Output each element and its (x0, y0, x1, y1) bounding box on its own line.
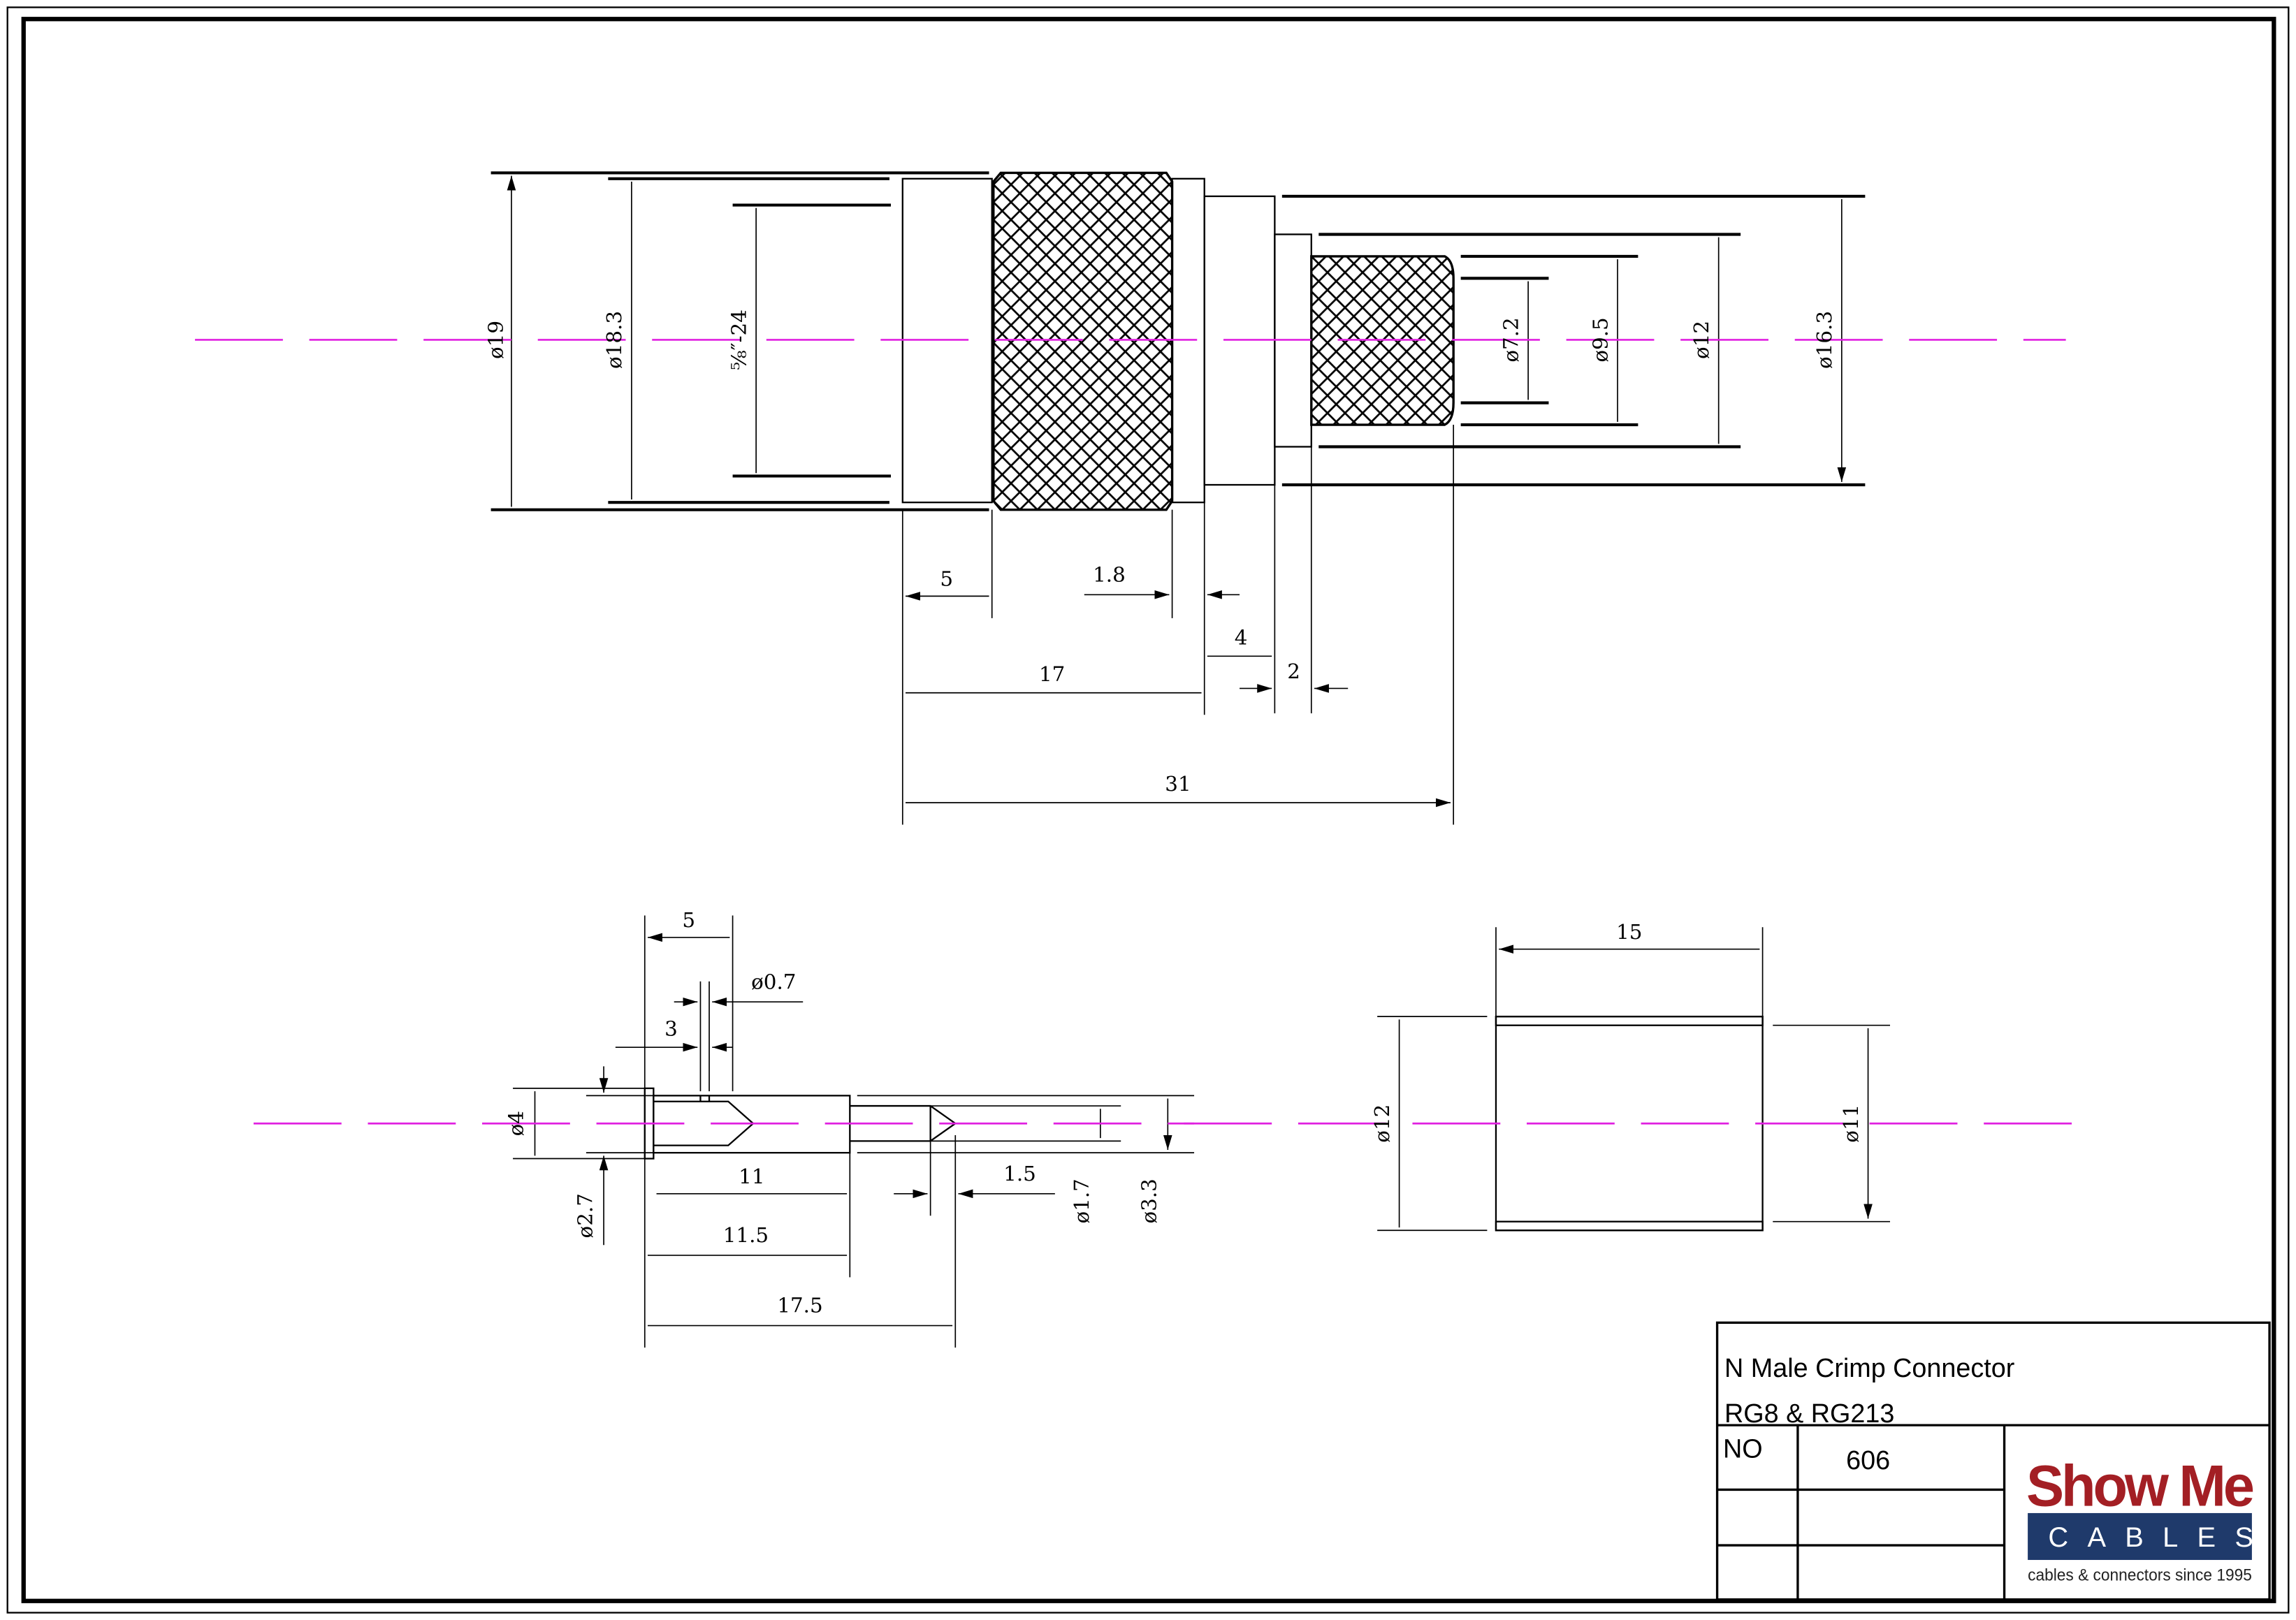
logo-banner (2028, 1512, 2252, 1561)
dim-l4: 4 (1235, 626, 1248, 650)
dim-d0-7: ø0.7 (751, 970, 796, 993)
dim-d9-5: ø9.5 (1588, 317, 1612, 362)
title-block: N Male Crimp Connector RG8 & RG213 NO 60… (1715, 1321, 2272, 1601)
logo-cables: CABLES (2048, 1522, 2272, 1553)
dim-ferrule-d12: ø12 (1370, 1104, 1394, 1143)
logo-tagline: cables & connectors since 1995 (2028, 1566, 2252, 1584)
dim-d1-7: ø1.7 (1070, 1178, 1093, 1223)
dim-d16-3: ø16.3 (1812, 311, 1836, 369)
center-pin-view: 5 ø0.7 3 ø4 ø2.7 11 11.5 17.5 1.5 ø1.7 ø… (253, 908, 1195, 1348)
ferrule-wall-top (1495, 1015, 1764, 1026)
dim-d18-3: ø18.3 (602, 311, 626, 369)
dim-l3: 3 (664, 1016, 678, 1040)
inner-border (21, 17, 2276, 1603)
no-value: 606 (1846, 1445, 1890, 1475)
dim-d19: ø19 (484, 321, 507, 359)
dim-d11: ø11 (1839, 1104, 1863, 1143)
dim-d4: ø4 (504, 1111, 528, 1136)
dim-l2: 2 (1287, 659, 1300, 683)
dim-d7-2: ø7.2 (1499, 317, 1523, 362)
connector-side-view: ø19 ø18.3 ⅝″-24 ø7.2 ø9.5 ø12 ø16.3 5 1.… (195, 171, 2066, 825)
dim-l17-5: 17.5 (777, 1294, 822, 1318)
ferrule-wall-bottom (1495, 1220, 1764, 1232)
no-label: NO (1723, 1433, 1763, 1463)
dim-thread: ⅝″-24 (727, 309, 750, 370)
outer-border (6, 6, 2290, 1614)
coupling-nut-knurl (992, 171, 1174, 511)
dim-d2-7: ø2.7 (573, 1193, 597, 1238)
dim-l1-8: 1.8 (1093, 562, 1126, 586)
dim-l1-5: 1.5 (1003, 1162, 1036, 1185)
logo-show-me: Show Me (2026, 1452, 2253, 1518)
dim-l11: 11 (739, 1165, 764, 1188)
dim-d3-3: ø3.3 (1138, 1178, 1161, 1223)
dim-l31: 31 (1165, 772, 1191, 796)
show-me-cables-logo: Show Me CABLES cables & connectors since… (2026, 1452, 2272, 1584)
title-text: N Male Crimp Connector (1724, 1353, 2014, 1382)
dim-pin-l5: 5 (682, 908, 695, 932)
dim-l5: 5 (940, 567, 953, 591)
dim-l15: 15 (1616, 920, 1642, 944)
subtitle-text: RG8 & RG213 (1724, 1399, 1894, 1428)
dim-l11-5: 11.5 (723, 1223, 769, 1247)
crimp-ferrule-view: 15 ø12 ø11 (1184, 920, 2093, 1232)
dim-d12: ø12 (1690, 321, 1713, 359)
dim-l17: 17 (1039, 662, 1065, 686)
